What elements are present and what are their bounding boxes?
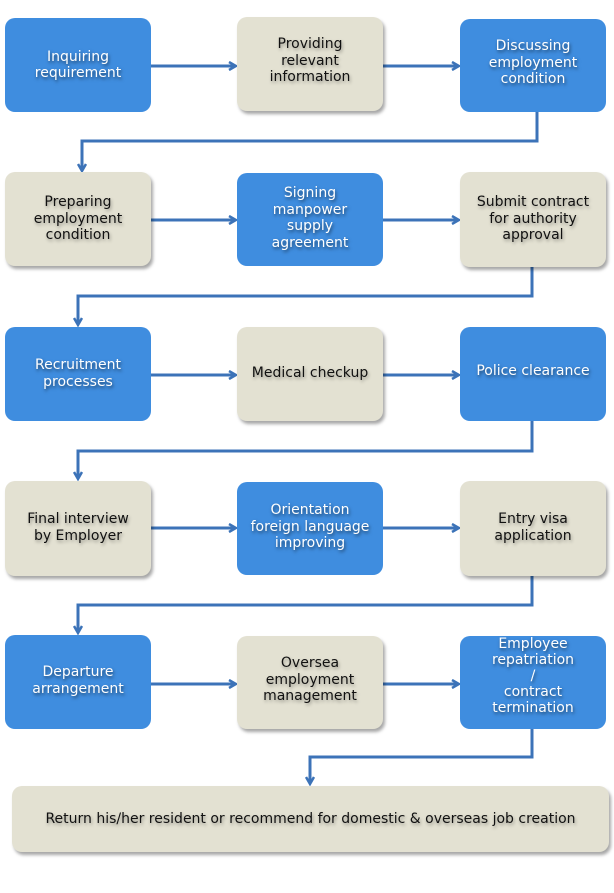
step-recruitment-processes: Recruitment processes [5,327,151,421]
arrow-3-4 [82,112,539,171]
step-final-interview-by-employer: Final interview by Employer [5,481,151,576]
step-providing-relevant-information: Providing relevant information [237,17,383,111]
step-police-clearance: Police clearance [460,327,606,421]
arrow-9-10 [78,421,534,479]
step-inquiring-requirement: Inquiring requirement [5,18,151,112]
step-entry-visa-application: Entry visa application [460,481,606,576]
step-employee-repatriation-contract-termination: Employee repatriation / contract termina… [460,636,606,729]
step-oversea-employment-management: Oversea employment management [237,636,383,729]
arrow-6-7 [78,267,534,325]
step-departure-arrangement: Departure arrangement [5,635,151,729]
step-signing-manpower-supply-agreement: Signing manpower supply agreement [237,173,383,266]
step-orientation-foreign-language-improving: Orientation foreign language improving [237,482,383,575]
step-return-resident-or-job-creation: Return his/her resident or recommend for… [12,786,609,852]
step-preparing-employment-condition: Preparing employment condition [5,172,151,266]
step-discussing-employment-condition: Discussing employment condition [460,19,606,112]
arrow-15-16 [310,728,534,784]
arrow-12-13 [78,576,534,633]
step-medical-checkup: Medical checkup [237,327,383,421]
step-submit-contract-for-authority-approval: Submit contract for authority approval [460,172,606,267]
